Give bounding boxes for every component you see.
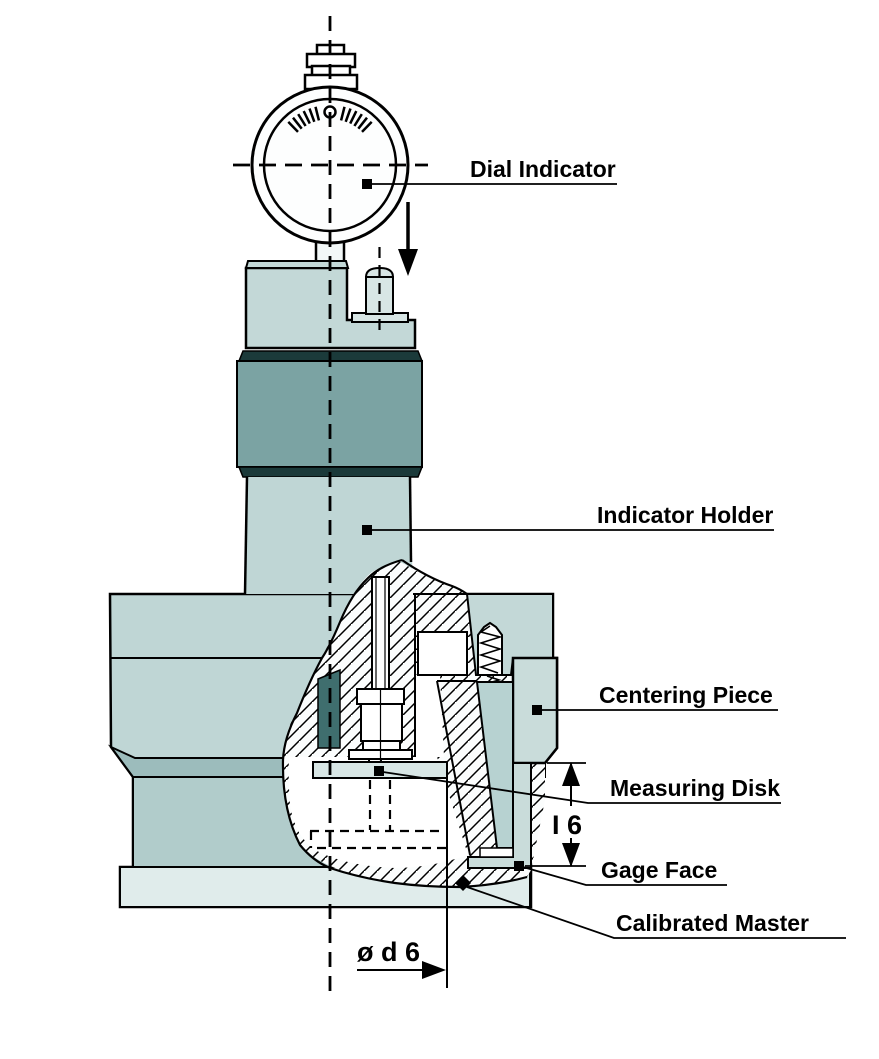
down-motion-arrow (398, 202, 418, 276)
label-gage-face: Gage Face (601, 857, 717, 883)
spring-coil (478, 625, 503, 674)
channel-white (415, 675, 444, 757)
callout-marker (514, 861, 524, 871)
height-dim-text: I 6 (552, 810, 582, 840)
callout-marker (362, 525, 372, 535)
dial-scale-ticks (287, 106, 373, 133)
holder-neck (243, 476, 413, 595)
callout-marker (362, 179, 372, 189)
label-calibrated-master: Calibrated Master (616, 910, 809, 936)
height-dimension: I 6 (525, 762, 592, 867)
label-measuring-disk: Measuring Disk (610, 775, 780, 801)
label-dial-indicator: Dial Indicator (470, 156, 616, 182)
diameter-dim-text: ø d 6 (357, 937, 420, 967)
cavity-white (288, 757, 468, 868)
label-centering-piece: Centering Piece (599, 682, 773, 708)
clamp-bar-dark (317, 668, 341, 749)
hidden-lines (309, 780, 446, 850)
callouts: Dial Indicator Indicator Holder Centerin… (362, 156, 846, 939)
skirt-slot (479, 847, 514, 858)
centerlines (233, 16, 428, 992)
diameter-dimension: ø d 6 (357, 762, 448, 988)
cutaway-boundary (281, 558, 528, 889)
cone-section-left-edge (436, 680, 471, 856)
cutaway-top-edge (401, 559, 468, 595)
callout-marker (532, 705, 542, 715)
callout-marker (374, 766, 384, 776)
label-indicator-holder: Indicator Holder (597, 502, 773, 528)
callout-marker (455, 875, 471, 891)
notch-white (417, 631, 468, 676)
